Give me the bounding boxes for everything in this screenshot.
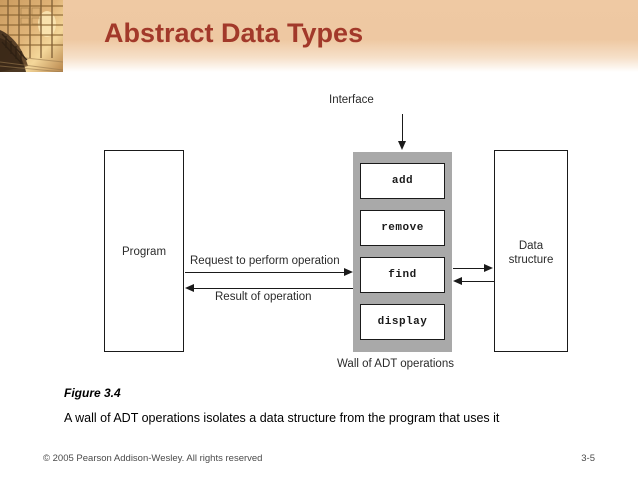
- request-arrow-shaft: [185, 272, 345, 273]
- result-arrow-label: Result of operation: [215, 291, 312, 303]
- wall-to-data-arrow-shaft: [453, 268, 485, 269]
- figure-caption-text: A wall of ADT operations isolates a data…: [64, 411, 500, 425]
- request-arrow-label: Request to perform operation: [190, 255, 340, 267]
- result-arrow-shaft: [194, 288, 353, 289]
- data-to-wall-arrow-shaft: [462, 281, 494, 282]
- page-title: Abstract Data Types: [104, 18, 364, 48]
- data-structure-label-line2: structure: [508, 254, 554, 266]
- result-arrow-head: [185, 283, 194, 292]
- interface-arrow-head: [397, 141, 406, 150]
- wall-caption-label: Wall of ADT operations: [337, 358, 454, 370]
- operation-box-display[interactable]: display: [360, 304, 445, 340]
- scaffolding-construction-photo: [0, 0, 63, 72]
- operation-box-remove[interactable]: remove: [360, 210, 445, 246]
- footer-page-number: 3-5: [581, 453, 595, 464]
- program-box: Program: [104, 150, 184, 352]
- interface-label: Interface: [329, 94, 374, 106]
- operation-box-add[interactable]: add: [360, 163, 445, 199]
- request-arrow-head: [344, 267, 353, 276]
- slide-header: Abstract Data Types: [0, 0, 638, 72]
- adt-figure: Interface Program add remove find displa…: [0, 72, 638, 372]
- data-to-wall-arrow-head: [453, 276, 462, 285]
- data-structure-label-line1: Data: [518, 240, 544, 252]
- slide-footer: © 2005 Pearson Addison-Wesley. All right…: [0, 450, 638, 479]
- data-structure-box: Data structure: [494, 150, 568, 352]
- figure-number: Figure 3.4: [64, 386, 121, 400]
- wall-to-data-arrow-head: [484, 263, 493, 272]
- program-box-label: Program: [121, 246, 167, 258]
- figure-caption-block: Figure 3.4 A wall of ADT operations isol…: [64, 386, 604, 425]
- interface-arrow-shaft: [402, 114, 403, 142]
- footer-copyright: © 2005 Pearson Addison-Wesley. All right…: [43, 453, 263, 464]
- operation-box-find[interactable]: find: [360, 257, 445, 293]
